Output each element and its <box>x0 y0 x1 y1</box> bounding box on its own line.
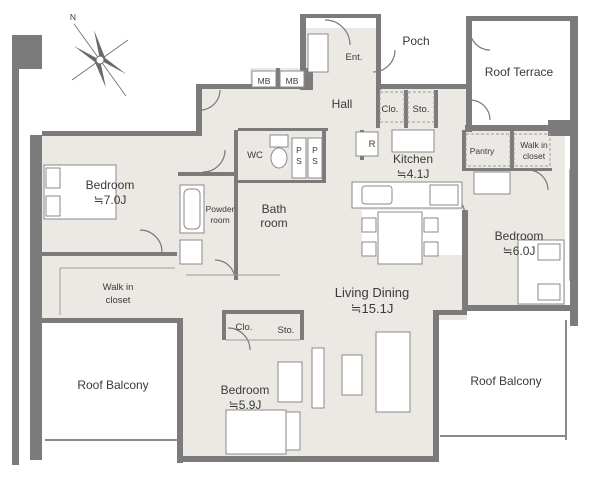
roof-balcony-left-area <box>42 325 182 445</box>
roof-terrace-area <box>468 30 570 130</box>
bath-room-line2: room <box>260 216 287 230</box>
bedroom-left-size: ≒7.0J <box>94 193 127 207</box>
walls <box>12 14 578 465</box>
walkin-left-line1: Walk in <box>103 282 134 293</box>
pantry-label: Pantry <box>470 146 495 156</box>
hall-storage-label: Sto. <box>413 104 430 115</box>
walkin-right-line1: Walk in <box>520 140 548 150</box>
walkin-right-line2: closet <box>523 151 546 161</box>
mb-right-label: MB <box>286 76 299 86</box>
roof-balcony-right-area <box>440 320 565 440</box>
hall-closet-label: Clo. <box>382 104 399 115</box>
bath-room-line1: Bath <box>262 202 287 216</box>
bedroom-left-name: Bedroom <box>86 178 135 192</box>
living-dining-name: Living Dining <box>335 285 409 300</box>
walkin-left-line2: closet <box>106 295 131 306</box>
living-dining-size: ≒15.1J <box>351 301 394 316</box>
refrigerator-label: R <box>369 139 376 150</box>
bedroom-closet-label: Clo. <box>236 322 253 333</box>
mb-left-label: MB <box>258 76 271 86</box>
hall-label: Hall <box>332 97 353 111</box>
kitchen-name: Kitchen <box>393 152 433 166</box>
kitchen-size: ≒4.1J <box>397 167 430 181</box>
bedroom-right-name: Bedroom <box>495 229 544 243</box>
powder-room-line1: Powder <box>206 204 235 214</box>
roof-balcony-right-label: Roof Balcony <box>470 374 541 388</box>
bedroom-storage-label: Sto. <box>278 325 295 336</box>
ps2-line1: P <box>312 145 318 155</box>
roof-terrace-label: Roof Terrace <box>485 65 554 79</box>
ps1-line1: P <box>296 145 302 155</box>
compass-icon: N <box>70 12 129 97</box>
ps2-line2: S <box>312 156 318 166</box>
fixtures <box>43 33 565 455</box>
bedroom-bottom-size: ≒5.9J <box>229 398 262 412</box>
compass-north-label: N <box>70 12 76 22</box>
roof-balcony-left-label: Roof Balcony <box>77 378 148 392</box>
windows <box>35 159 576 462</box>
poch-area <box>380 20 470 80</box>
bedroom-bottom-name: Bedroom <box>221 383 270 397</box>
room-labels: Poch Ent. Roof Terrace MB MB Hall Clo. S… <box>77 34 553 412</box>
wc-label: WC <box>247 150 263 161</box>
powder-room-line2: room <box>210 215 229 225</box>
ps1-line2: S <box>296 156 302 166</box>
poch-label: Poch <box>402 34 429 48</box>
bedroom-right-size: ≒6.0J <box>503 244 536 258</box>
entrance-label: Ent. <box>346 52 363 63</box>
